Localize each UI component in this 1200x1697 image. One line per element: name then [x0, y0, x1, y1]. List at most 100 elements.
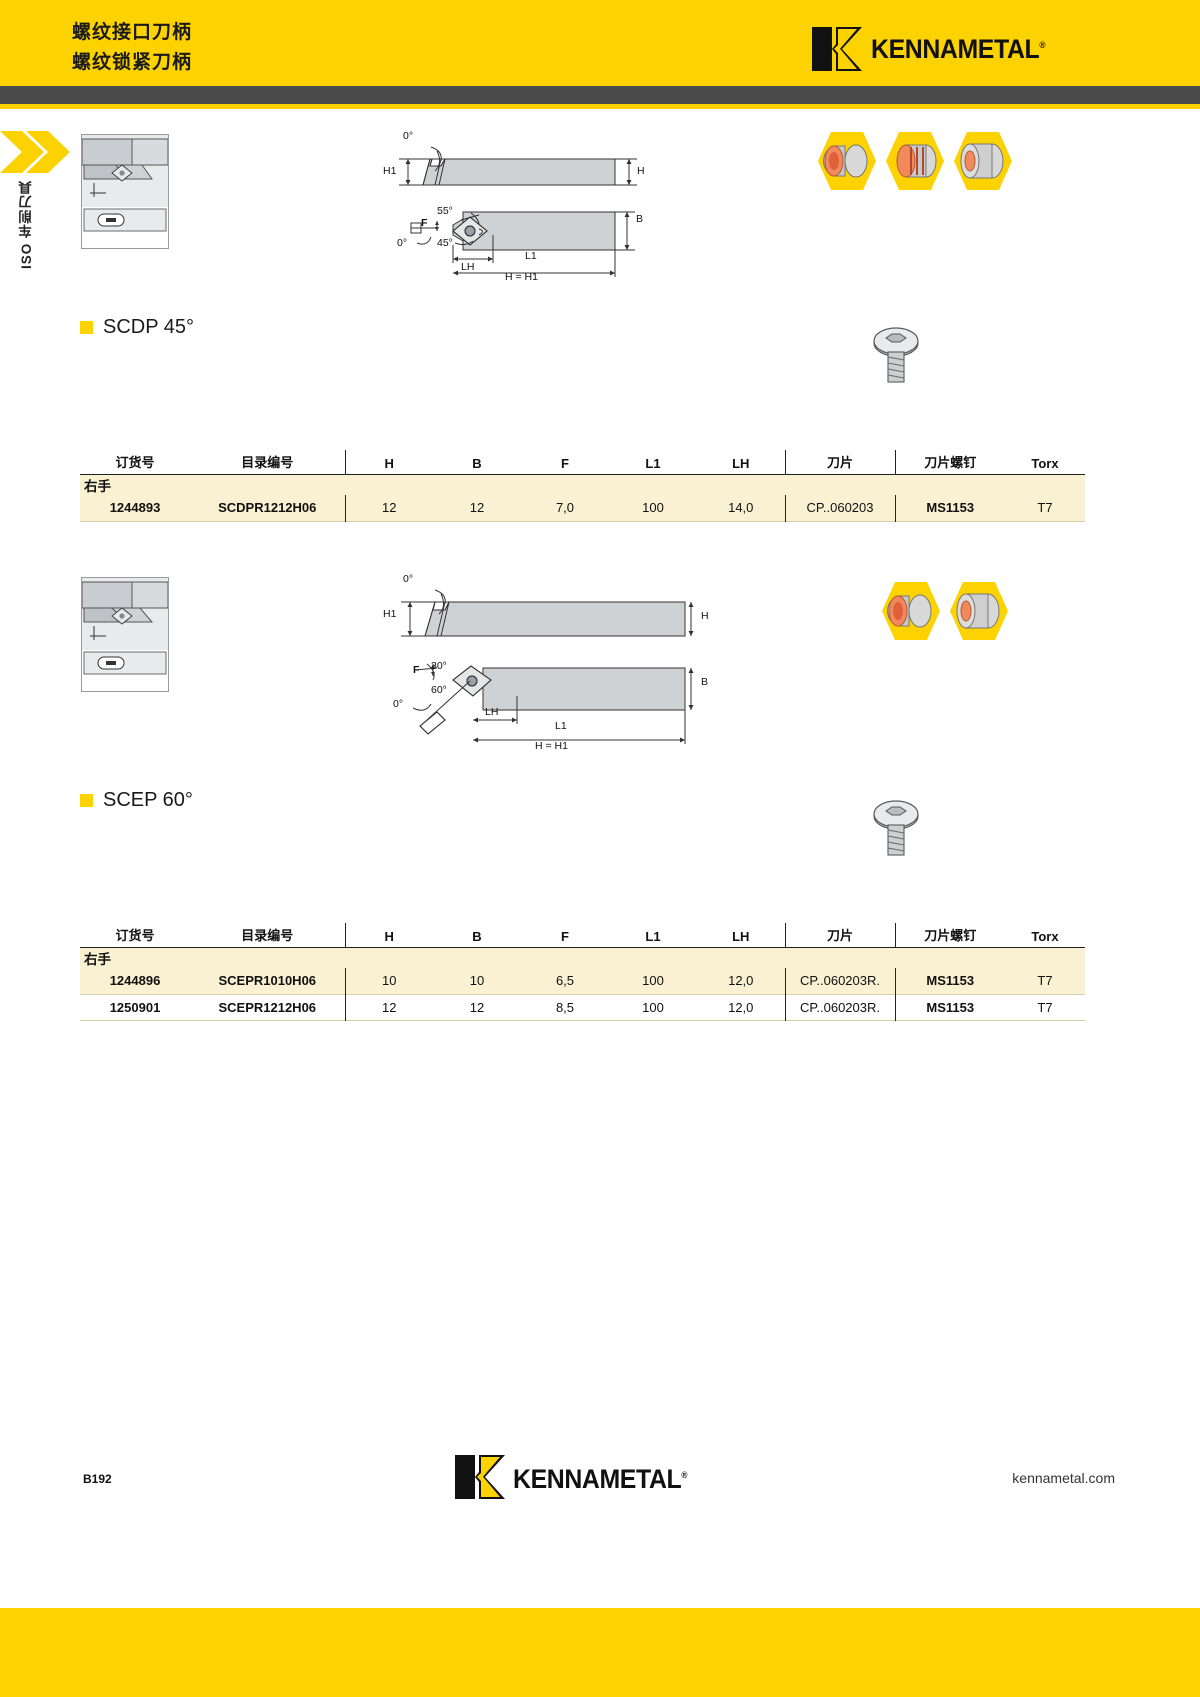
- table-header-row: 订货号 目录编号 H B F L1 LH 刀片 刀片螺钉 Torx: [80, 450, 1085, 474]
- cell-torx: T7: [1005, 495, 1085, 521]
- drawing-label-l1-2: L1: [555, 720, 567, 732]
- section-arrow-icon: [0, 131, 72, 173]
- col-header-f-2: F: [561, 928, 569, 944]
- header-yellow-rule: [0, 104, 1200, 109]
- col-header-h-2: H: [344, 923, 433, 947]
- table-row[interactable]: 1244896 SCEPR1010H06 10 10 6,5 100 12,0 …: [80, 968, 1085, 994]
- cell-order-no: 1244893: [80, 495, 190, 521]
- application-icons-scdp: [816, 130, 1014, 192]
- screw-illustration-scdp: [872, 327, 920, 394]
- col-header-lh-2: LH: [732, 928, 750, 944]
- app-icon-turning: [816, 130, 878, 192]
- cell-order-no: 1250901: [109, 999, 161, 1015]
- footer-page-number: B192: [83, 1472, 112, 1486]
- cell-insert: CP..060203: [784, 495, 895, 521]
- col-header-catalog-no: 目录编号: [241, 454, 294, 470]
- col-header-order-no: 订货号: [115, 454, 155, 470]
- col-header-h: H: [344, 450, 433, 474]
- kennametal-logo-header: KENNAMETAL®: [812, 27, 1060, 71]
- drawing-label-h: H: [637, 165, 645, 177]
- drawing-label-lh: LH: [461, 261, 475, 273]
- cell-order-no: 1244896: [80, 968, 190, 994]
- col-header-lh: LH: [732, 455, 750, 471]
- table-header-row-2: 订货号 目录编号 H B F L1 LH 刀片 刀片螺钉 Torx: [80, 923, 1085, 947]
- cell-f: 7,0: [521, 495, 609, 521]
- col-header-catalog-no-2: 目录编号: [241, 927, 294, 943]
- cell-catalog-no: SCEPR1212H06: [218, 999, 317, 1015]
- spec-table-scdp: 订货号 目录编号 H B F L1 LH 刀片 刀片螺钉 Torx 右手 124…: [80, 388, 1085, 522]
- header-title-line1: 螺纹接口刀柄: [72, 22, 193, 43]
- cell-l1: 100: [609, 495, 697, 521]
- table-row[interactable]: 1244893 SCDPR1212H06 12 12 7,0 100 14,0 …: [80, 495, 1085, 521]
- kennametal-wordmark: KENNAMETAL®: [871, 33, 1046, 64]
- kennametal-wordmark-footer: KENNAMETAL®: [513, 1464, 688, 1494]
- col-header-insert: 刀片: [784, 450, 895, 474]
- group-label-2: 右手: [80, 947, 1085, 968]
- drawing-label-b: B: [636, 213, 644, 225]
- cell-lh: 12,0: [697, 968, 785, 994]
- cell-insert: CP..060203R.: [784, 968, 895, 994]
- drawing-label-l1: L1: [525, 250, 537, 262]
- col-header-insert-screw: 刀片螺钉: [894, 450, 1005, 474]
- application-icons-scep: [880, 580, 1010, 642]
- header-dark-rule: [0, 86, 1200, 104]
- section-heading-text-2: SCEP 60°: [103, 789, 193, 811]
- side-tab-label: ISO 车削刀具: [19, 180, 34, 270]
- col-header-insert-2: 刀片: [784, 923, 895, 947]
- footer-yellow-band: [0, 1608, 1200, 1697]
- cell-catalog-no: SCDPR1212H06: [190, 495, 345, 521]
- cell-lh: 14,0: [697, 495, 785, 521]
- cell-f: 6,5: [521, 968, 609, 994]
- cell-b: 12: [469, 999, 485, 1015]
- drawing-label-zero: 0°: [397, 237, 408, 249]
- drawing-label-f-2: F: [413, 664, 420, 676]
- drawing-label-lh-2: LH: [485, 706, 499, 718]
- spec-table-scep: 订货号 目录编号 H B F L1 LH 刀片 刀片螺钉 Torx 右手 124…: [80, 861, 1085, 1021]
- cell-h: 12: [344, 994, 433, 1020]
- header-title-line2: 螺纹锁紧刀柄: [72, 52, 193, 73]
- app-icon-boring: [952, 130, 1014, 192]
- cell-insert-screw: MS1153: [894, 994, 1005, 1020]
- table-group-row-right-hand: 右手: [80, 474, 1085, 495]
- col-header-l1: L1: [645, 455, 661, 471]
- technical-drawing-scep: 0° H1 H F 30° 0° 60° LH B L1 H = H1: [375, 568, 709, 768]
- registered-mark-footer: ®: [681, 1470, 688, 1480]
- product-thumbnail-scep: [81, 577, 169, 692]
- footer-website-url[interactable]: kennametal.com: [1012, 1470, 1115, 1486]
- drawing-label-b-2: B: [701, 676, 709, 688]
- col-header-f: F: [561, 455, 569, 471]
- screw-illustration-scep: [872, 800, 920, 867]
- app-icon-turning-2: [880, 580, 942, 642]
- drawing-label-angle-top-2: 0°: [403, 573, 414, 585]
- drawing-label-h-equals-h1-2: H = H1: [535, 740, 568, 752]
- cell-lh: 12,0: [728, 999, 754, 1015]
- col-header-torx-2: Torx: [1031, 928, 1059, 944]
- kennametal-k-icon-footer: [455, 1455, 507, 1504]
- drawing-label-h1: H1: [383, 165, 397, 177]
- drawing-label-zero-2: 0°: [393, 698, 404, 710]
- kennametal-logo-footer: KENNAMETAL®: [455, 1455, 702, 1504]
- table-header-spacer-row: [80, 388, 1085, 450]
- cell-catalog-no: SCEPR1010H06: [190, 968, 345, 994]
- bullet-square-icon: [80, 321, 93, 334]
- cell-insert: CP..060203R.: [784, 994, 895, 1020]
- cell-insert-screw: MS1153: [894, 495, 1005, 521]
- cell-h: 12: [344, 495, 433, 521]
- drawing-label-corner-angle: 55°: [437, 205, 453, 217]
- col-header-b-2: B: [472, 928, 482, 944]
- col-header-insert-screw-2: 刀片螺钉: [894, 923, 1005, 947]
- footer-white-gap: [0, 1600, 1200, 1608]
- header-band: [0, 0, 1200, 86]
- app-icon-grooving: [884, 130, 946, 192]
- table-row[interactable]: 1250901 SCEPR1212H06 12 12 8,5 100 12,0 …: [80, 994, 1085, 1020]
- registered-mark: ®: [1039, 39, 1046, 50]
- product-thumbnail-scdp: [81, 134, 169, 249]
- col-header-l1-2: L1: [645, 928, 661, 944]
- section-heading-scdp: SCDP 45°: [80, 316, 194, 339]
- technical-drawing-scdp: 0° H1 H 55° F 0° 45° LH B L1 H = H1: [375, 125, 675, 285]
- drawing-label-lead-angle-2: 60°: [431, 684, 447, 696]
- cell-torx: T7: [1005, 968, 1085, 994]
- app-icon-boring-2: [948, 580, 1010, 642]
- drawing-label-angle-top: 0°: [403, 130, 414, 142]
